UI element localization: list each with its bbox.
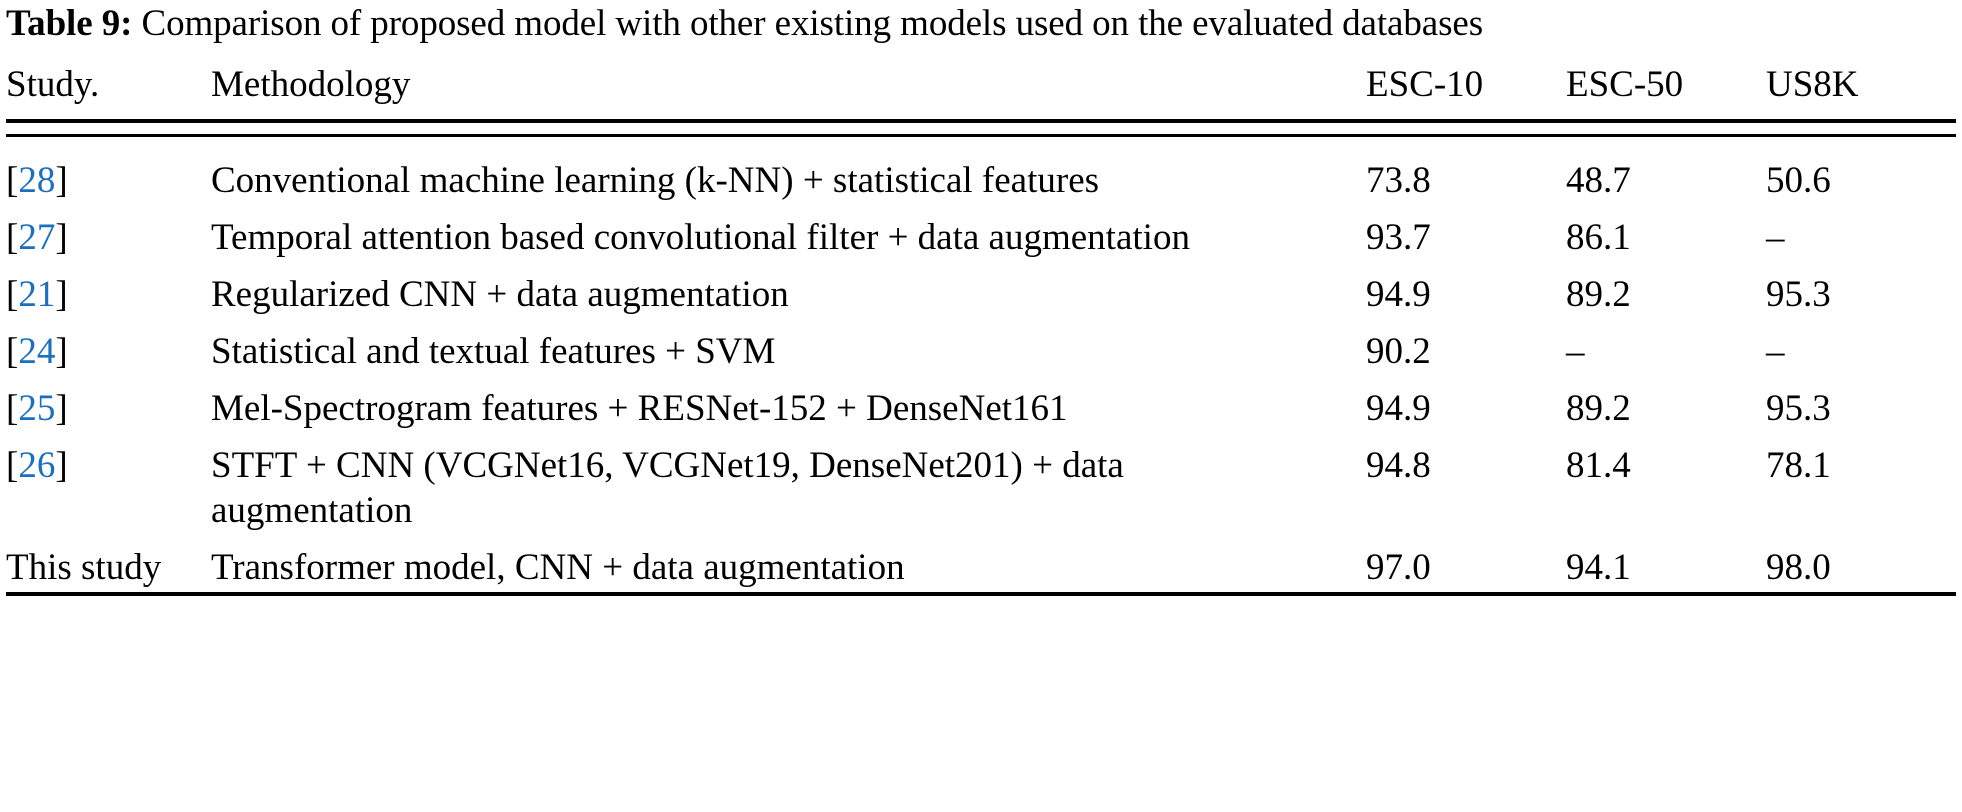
row-esc10-value: 73.8	[1366, 160, 1431, 201]
table-row: [21] Regularized CNN + data augmentation 9…	[6, 262, 1956, 319]
row-esc50-value: 89.2	[1566, 274, 1631, 315]
row-esc50-value: 48.7	[1566, 160, 1631, 201]
citation-number: 25	[18, 388, 56, 429]
table-body: [28] Conventional machine learning (k-NN)…	[6, 148, 1956, 594]
methodology-text: Regularized CNN + data augmentation	[211, 274, 789, 315]
row-esc50-value: 89.2	[1566, 388, 1631, 429]
citation-number: 26	[18, 445, 56, 486]
citation-bracket-open: [	[6, 274, 19, 315]
citation-bracket-close: ]	[55, 160, 68, 201]
row-methodology-cell: Transformer model, CNN + data augmentati…	[211, 535, 1356, 594]
citation-number: 28	[18, 160, 56, 201]
citation-link[interactable]: [27]	[6, 217, 68, 258]
row-us8k-value: 50.6	[1766, 160, 1831, 201]
row-us8k-value: 98.0	[1766, 547, 1831, 588]
row-study-cell: [21]	[6, 262, 211, 319]
citation-number: 27	[18, 217, 56, 258]
row-esc50-value: 86.1	[1566, 217, 1631, 258]
citation-bracket-open: [	[6, 331, 19, 372]
table-row: [24] Statistical and textual features + S…	[6, 319, 1956, 376]
header-esc50: ESC-50	[1566, 64, 1684, 105]
methodology-text: STFT + CNN (VCGNet16, VCGNet19, DenseNet…	[211, 445, 1124, 531]
methodology-text: Statistical and textual features + SVM	[211, 331, 776, 372]
table-row: This study Transformer model, CNN + data …	[6, 535, 1956, 594]
row-methodology-cell: Regularized CNN + data augmentation	[211, 262, 1356, 319]
citation-link[interactable]: [26]	[6, 445, 68, 486]
citation-bracket-close: ]	[55, 445, 68, 486]
row-us8k-value: –	[1766, 331, 1785, 372]
citation-bracket-open: [	[6, 217, 19, 258]
table-header-rule	[6, 134, 1956, 148]
row-esc10-value: 94.8	[1366, 445, 1431, 486]
citation-number: 24	[18, 331, 56, 372]
study-label: This study	[6, 547, 161, 588]
table-bottom-rule	[6, 592, 1956, 607]
row-methodology-cell: Temporal attention based convolutional f…	[211, 205, 1356, 262]
citation-bracket-open: [	[6, 160, 19, 201]
row-esc10-value: 93.7	[1366, 217, 1431, 258]
citation-number: 21	[18, 274, 56, 315]
header-us8k: US8K	[1766, 64, 1859, 105]
row-methodology-cell: Statistical and textual features + SVM	[211, 319, 1356, 376]
citation-link[interactable]: [28]	[6, 160, 68, 201]
citation-bracket-open: [	[6, 445, 19, 486]
row-us8k-value: 95.3	[1766, 274, 1831, 315]
citation-bracket-close: ]	[55, 388, 68, 429]
citation-number: This study	[6, 547, 162, 588]
header-esc10: ESC-10	[1366, 64, 1484, 105]
row-esc50-value: 81.4	[1566, 445, 1631, 486]
row-esc10-value: 94.9	[1366, 274, 1431, 315]
methodology-text: Temporal attention based convolutional f…	[211, 217, 1190, 258]
caption-label: Table 9:	[6, 3, 133, 44]
table-row: [25] Mel-Spectrogram features + RESNet-15…	[6, 376, 1956, 433]
row-study-cell: [26]	[6, 433, 211, 535]
comparison-table: Study. Methodology ESC-10 ESC-50 US8K [2…	[6, 52, 1956, 607]
methodology-text: Mel-Spectrogram features + RESNet-152 + …	[211, 388, 1068, 429]
citation-bracket-open: [	[6, 388, 19, 429]
row-study-cell: [25]	[6, 376, 211, 433]
citation-link[interactable]: [21]	[6, 274, 68, 315]
row-us8k-value: 78.1	[1766, 445, 1831, 486]
header-study: Study.	[6, 64, 100, 105]
caption-text: Comparison of proposed model with other …	[132, 3, 1484, 44]
table-top-rule	[6, 119, 1956, 136]
table-row: [28] Conventional machine learning (k-NN)…	[6, 148, 1956, 205]
row-esc10-value: 97.0	[1366, 547, 1431, 588]
table-row: [27] Temporal attention based convolution…	[6, 205, 1956, 262]
methodology-text: Transformer model, CNN + data augmentati…	[211, 547, 905, 588]
row-study-cell: This study	[6, 535, 211, 594]
citation-bracket-close: ]	[55, 331, 68, 372]
row-esc10-value: 94.9	[1366, 388, 1431, 429]
citation-bracket-close: ]	[55, 217, 68, 258]
row-study-cell: [24]	[6, 319, 211, 376]
row-study-cell: [27]	[6, 205, 211, 262]
citation-link[interactable]: [24]	[6, 331, 68, 372]
row-study-cell: [28]	[6, 148, 211, 205]
row-esc50-value: 94.1	[1566, 547, 1631, 588]
row-us8k-value: 95.3	[1766, 388, 1831, 429]
methodology-text: Conventional machine learning (k-NN) + s…	[211, 160, 1100, 201]
row-us8k-value: –	[1766, 217, 1785, 258]
citation-link[interactable]: [25]	[6, 388, 68, 429]
table-row: [26] STFT + CNN (VCGNet16, VCGNet19, Dens…	[6, 433, 1956, 535]
row-methodology-cell: Mel-Spectrogram features + RESNet-152 + …	[211, 376, 1356, 433]
table-caption: Table 9: Comparison of proposed model wi…	[6, 0, 1956, 46]
row-methodology-cell: Conventional machine learning (k-NN) + s…	[211, 148, 1356, 205]
table-header-row: Study. Methodology ESC-10 ESC-50 US8K	[6, 52, 1956, 121]
row-esc50-value: –	[1566, 331, 1585, 372]
row-esc10-value: 90.2	[1366, 331, 1431, 372]
citation-bracket-close: ]	[55, 274, 68, 315]
row-methodology-cell: STFT + CNN (VCGNet16, VCGNet19, DenseNet…	[211, 433, 1356, 535]
header-methodology: Methodology	[211, 64, 411, 105]
